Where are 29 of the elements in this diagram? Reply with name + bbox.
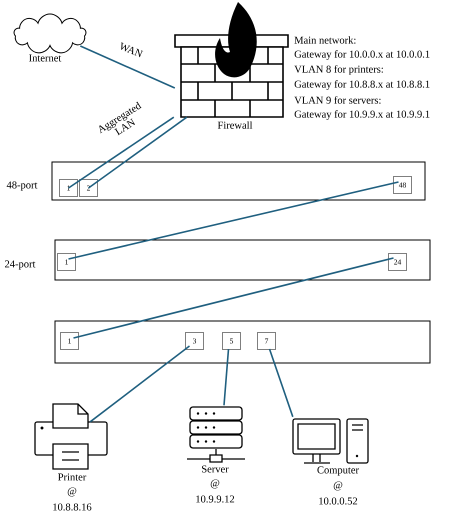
- device-label: @: [334, 482, 342, 490]
- device-label: @: [68, 488, 76, 496]
- note-text: VLAN 9 for servers:: [294, 96, 381, 104]
- node-label: Firewall: [218, 121, 252, 129]
- cable-line: [268, 348, 294, 418]
- cable-line: [88, 116, 188, 189]
- switch-label: 24-port: [5, 260, 36, 270]
- cable-line: [73, 257, 394, 339]
- note-text: VLAN 8 for printers:: [294, 65, 383, 75]
- device-label: 10.0.0.52: [319, 497, 358, 505]
- cable-line: [223, 348, 230, 406]
- switch-label: 48-port: [6, 181, 38, 191]
- device-label: 10.9.9.12: [196, 495, 234, 503]
- edge-label: WAN: [121, 42, 144, 58]
- switch-box: [54, 320, 430, 364]
- cable-line: [68, 181, 399, 260]
- note-text: Gateway for 10.0.0.x at 10.0.0.1: [294, 50, 430, 60]
- note-text: Gateway for 10.8.8.x at 10.8.8.1: [294, 80, 430, 90]
- device-label: 10.8.8.16: [53, 503, 92, 511]
- node-label: Internet: [29, 54, 62, 62]
- device-label: Printer: [58, 473, 86, 481]
- cable-line: [68, 116, 174, 189]
- cable-line: [80, 45, 176, 89]
- device-label: Server: [202, 465, 229, 473]
- note-text: Gateway for 10.9.9.x at 10.9.9.1: [294, 110, 430, 120]
- note-text: Main network:: [294, 36, 356, 44]
- device-label: Computer: [317, 466, 359, 476]
- cable-line: [90, 345, 190, 422]
- device-label: @: [210, 480, 220, 488]
